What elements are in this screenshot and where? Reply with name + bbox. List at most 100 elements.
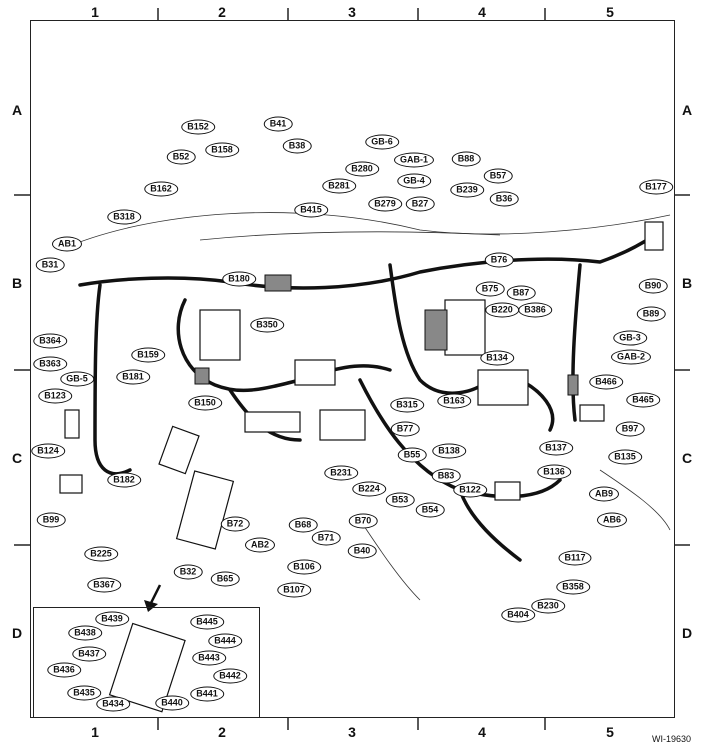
harness-connector-label: AB6 — [596, 512, 628, 528]
harness-connector-label: B465 — [626, 392, 660, 408]
inset-connector-label: B443 — [192, 650, 226, 666]
harness-connector-label: B117 — [558, 550, 592, 566]
harness-connector-label: AB1 — [51, 236, 83, 252]
harness-connector-label: B27 — [405, 196, 435, 212]
harness-connector-label: B152 — [181, 119, 215, 135]
harness-connector-label: B124 — [31, 443, 65, 459]
harness-connector-label: B162 — [144, 181, 178, 197]
harness-connector-label: B415 — [294, 202, 328, 218]
harness-connector-label: B71 — [311, 530, 341, 546]
harness-connector-label: B122 — [453, 482, 487, 498]
harness-connector-label: B72 — [220, 516, 250, 532]
connector-bodies — [59, 221, 664, 713]
harness-connector-label: B31 — [35, 257, 65, 273]
column-label-5: 5 — [606, 4, 614, 20]
harness-connector-label: B65 — [210, 571, 240, 587]
harness-connector-label: B231 — [324, 465, 358, 481]
harness-connector-label: B107 — [277, 582, 311, 598]
main-harness — [78, 233, 657, 562]
harness-connector-label: B466 — [589, 374, 623, 390]
harness-connector-label: B220 — [485, 302, 519, 318]
harness-connector-label: B177 — [639, 179, 673, 195]
harness-connector-label: B230 — [531, 598, 565, 614]
column-label-5-bottom: 5 — [606, 724, 614, 740]
harness-connector-label: B89 — [636, 306, 666, 322]
harness-connector-label: GAB-2 — [610, 349, 652, 365]
harness-connector-label: B135 — [608, 449, 642, 465]
harness-connector-label: B53 — [385, 492, 415, 508]
harness-connector-label: GB-5 — [60, 371, 94, 387]
harness-connector-label: B138 — [432, 443, 466, 459]
harness-connector-label: B40 — [347, 543, 377, 559]
harness-connector-label: B55 — [397, 447, 427, 463]
harness-connector-label: B367 — [87, 577, 121, 593]
harness-connector-label: B57 — [483, 168, 513, 184]
harness-connector-label: B158 — [205, 142, 239, 158]
harness-connector-label: B159 — [131, 347, 165, 363]
row-label-d: D — [11, 625, 23, 641]
column-label-3-bottom: 3 — [348, 724, 356, 740]
inset-connector-label: B440 — [155, 695, 189, 711]
harness-connector-label: B386 — [518, 302, 552, 318]
inset-connector-label: B436 — [47, 662, 81, 678]
row-label-c-right: C — [681, 450, 693, 466]
inset-connector-label: B438 — [68, 625, 102, 641]
harness-connector-label: B87 — [506, 285, 536, 301]
harness-connector-label: B364 — [33, 333, 67, 349]
column-label-3: 3 — [348, 4, 356, 20]
harness-connector-label: B99 — [36, 512, 66, 528]
harness-connector-label: B136 — [537, 464, 571, 480]
harness-connector-label: B38 — [282, 138, 312, 154]
grid-ticks — [14, 8, 690, 730]
harness-connector-label: B97 — [615, 421, 645, 437]
row-label-c: C — [11, 450, 23, 466]
inset-connector-label: B444 — [208, 633, 242, 649]
diagram-frame — [30, 20, 675, 718]
harness-connector-label: B137 — [539, 440, 573, 456]
column-label-4: 4 — [478, 4, 486, 20]
harness-connector-label: B350 — [250, 317, 284, 333]
harness-connector-label: B52 — [166, 149, 196, 165]
column-label-4-bottom: 4 — [478, 724, 486, 740]
harness-connector-label: GAB-1 — [393, 152, 435, 168]
inset-arrow — [148, 584, 162, 606]
column-label-1: 1 — [91, 4, 99, 20]
harness-connector-label: B41 — [263, 116, 293, 132]
harness-connector-label: B224 — [352, 481, 386, 497]
harness-connector-label: B281 — [322, 178, 356, 194]
inset-connector-label: B434 — [96, 696, 130, 712]
harness-connector-label: B75 — [475, 281, 505, 297]
harness-connector-label: B68 — [288, 517, 318, 533]
harness-connector-label: B181 — [116, 369, 150, 385]
harness-connector-label: AB2 — [244, 537, 276, 553]
harness-connector-label: B315 — [390, 397, 424, 413]
harness-connector-label: B88 — [451, 151, 481, 167]
row-label-a-right: A — [681, 102, 693, 118]
column-label-2-bottom: 2 — [218, 724, 226, 740]
row-label-b-right: B — [681, 275, 693, 291]
harness-connector-label: B225 — [84, 546, 118, 562]
harness-connector-label: GB-4 — [397, 173, 431, 189]
harness-connector-label: B106 — [287, 559, 321, 575]
harness-connector-label: GB-3 — [613, 330, 647, 346]
harness-connector-label: B163 — [437, 393, 471, 409]
harness-connector-label: B150 — [188, 395, 222, 411]
harness-connector-label: B180 — [222, 271, 256, 287]
outline-lines — [59, 212, 671, 601]
harness-connector-label: B90 — [638, 278, 668, 294]
harness-connector-label: B36 — [489, 191, 519, 207]
harness-connector-label: B363 — [33, 356, 67, 372]
column-label-1-bottom: 1 — [91, 724, 99, 740]
harness-connector-label: B404 — [501, 607, 535, 623]
row-label-b: B — [11, 275, 23, 291]
harness-connector-label: B123 — [38, 388, 72, 404]
harness-connector-label: B134 — [480, 350, 514, 366]
harness-connector-label: AB9 — [588, 486, 620, 502]
harness-connector-label: B77 — [390, 421, 420, 437]
inset-connector-label: B445 — [190, 614, 224, 630]
column-label-2: 2 — [218, 4, 226, 20]
row-label-a: A — [11, 102, 23, 118]
harness-connector-label: B32 — [173, 564, 203, 580]
harness-connector-label: B280 — [345, 161, 379, 177]
